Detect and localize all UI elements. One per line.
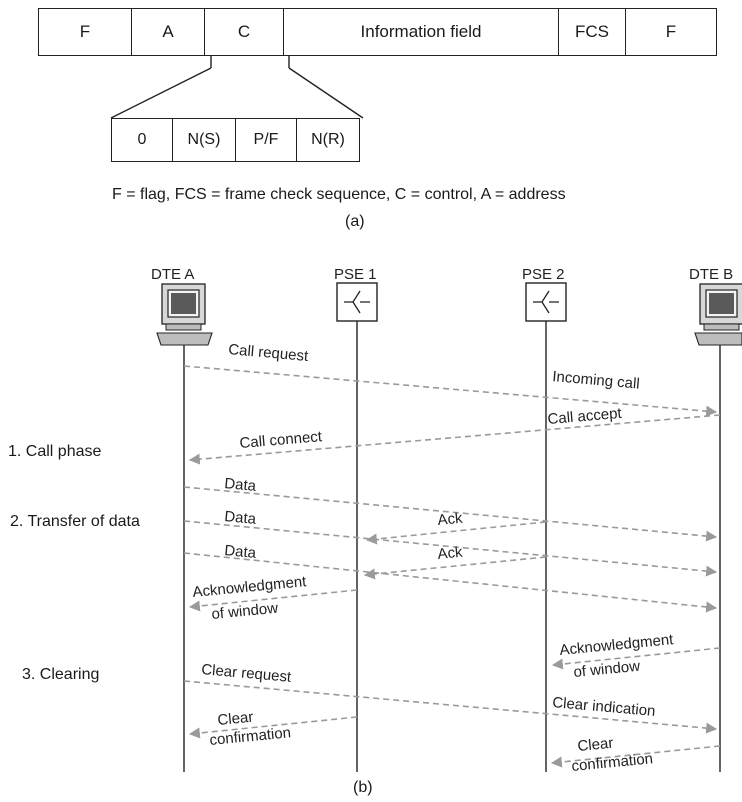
msg-call-accept: Call accept	[547, 405, 623, 428]
msg-ack-window-b-2: of window	[573, 658, 641, 681]
zoom-line-right	[288, 67, 364, 119]
msg-ack-window-a-1: Acknowledgment	[192, 573, 308, 601]
poll-final-bit: P/F	[235, 118, 297, 162]
arrow-call-request	[183, 365, 718, 417]
arrow-call-accept	[188, 414, 721, 465]
msg-call-request: Call request	[228, 341, 310, 365]
msg-clear-request: Clear request	[201, 661, 293, 686]
msg-ack-2: Ack	[437, 544, 464, 563]
arrow-ack-window-b	[551, 647, 721, 670]
arrow-data-2	[183, 520, 718, 577]
receive-sequence-number: N(R)	[296, 118, 360, 162]
switch-icon-pse-2	[525, 282, 567, 322]
control-field: C	[204, 8, 284, 56]
control-field-detail: 0 N(S) P/F N(R)	[111, 118, 360, 162]
send-sequence-number: N(S)	[172, 118, 236, 162]
arrow-ack-window-a	[188, 589, 358, 612]
arrow-ack-2	[363, 556, 547, 580]
arrow-data-3	[183, 552, 718, 613]
zoom-line-left	[110, 67, 212, 119]
entity-label-pse-1: PSE 1	[334, 266, 377, 283]
msg-ack-1: Ack	[437, 510, 464, 529]
msg-ack-window-a-2: of window	[211, 600, 279, 623]
arrow-clear-confirmation-a	[188, 716, 358, 739]
arrow-data-1	[183, 486, 718, 542]
msg-data-3: Data	[224, 542, 258, 562]
msg-clear-conf-b-1: Clear	[577, 735, 614, 755]
information-field: Information field	[283, 8, 559, 56]
msg-clear-conf-a-1: Clear	[217, 709, 254, 729]
msg-call-connect: Call connect	[239, 428, 324, 452]
flag-field: F	[38, 8, 132, 56]
entity-label-dte-b: DTE B	[689, 266, 733, 283]
part-b-label: (b)	[353, 779, 373, 796]
msg-incoming-call: Incoming call	[552, 368, 641, 393]
flag-field-end: F	[625, 8, 717, 56]
legend-text: F = flag, FCS = frame check sequence, C …	[112, 186, 566, 203]
frame-format-table: F A C Information field FCS F	[38, 8, 717, 56]
phase-label-clearing: 3. Clearing	[22, 666, 100, 683]
part-a-label: (a)	[345, 213, 365, 230]
msg-data-2: Data	[224, 508, 258, 528]
arrow-clear-confirmation-b	[550, 745, 721, 768]
arrow-clear-request	[183, 680, 718, 734]
computer-icon-dte-b	[694, 283, 742, 346]
msg-data-1: Data	[224, 475, 258, 495]
switch-icon-pse-1	[336, 282, 378, 322]
phase-label-transfer: 2. Transfer of data	[10, 513, 140, 530]
computer-icon-dte-a	[156, 283, 213, 346]
entity-label-dte-a: DTE A	[151, 266, 194, 283]
phase-label-call: 1. Call phase	[8, 443, 102, 460]
entity-label-pse-2: PSE 2	[522, 266, 565, 283]
